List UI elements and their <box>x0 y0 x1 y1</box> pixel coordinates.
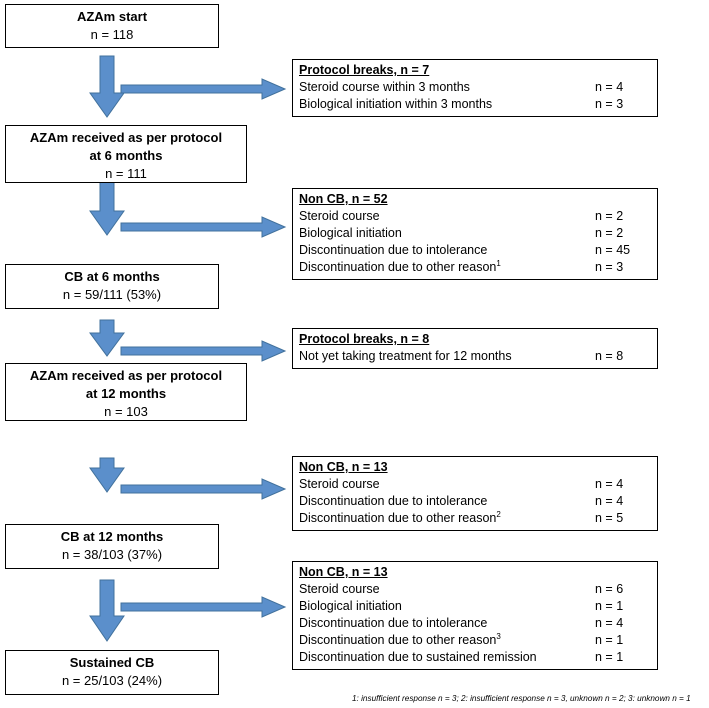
box-count: n = 25/103 (24%) <box>61 673 163 688</box>
list-item: Steroid course n = 4 <box>299 476 651 493</box>
right-arrow-1 <box>120 78 287 100</box>
right-arrow-2 <box>120 216 287 238</box>
down-arrow-3 <box>89 319 125 357</box>
side-box-non-cb-13-b: Non CB, n = 13 Steroid course n = 6 Biol… <box>292 561 658 670</box>
item-value: n = 6 <box>595 582 624 596</box>
box-title: CB at 6 months <box>64 269 160 284</box>
side-box-non-cb-13-a: Non CB, n = 13 Steroid course n = 4 Disc… <box>292 456 658 531</box>
box-received-6-months: AZAm received as per protocol at 6 month… <box>5 125 247 183</box>
list-item: Biological initiation within 3 months n … <box>299 96 651 113</box>
item-label-with-footnote: Discontinuation due to other reason2 <box>299 510 501 527</box>
down-arrow-4 <box>89 457 125 493</box>
item-value: n = 1 <box>595 633 624 647</box>
item-value: n = 8 <box>595 349 624 363</box>
list-item: Discontinuation due to sustained remissi… <box>299 649 651 666</box>
box-cb-6-months: CB at 6 months n = 59/111 (53%) <box>5 264 219 309</box>
item-label: Biological initiation <box>299 599 402 613</box>
list-item: Discontinuation due to intolerance n = 4 <box>299 493 651 510</box>
footnote-marker: 1 <box>496 258 501 268</box>
box-title-line2: at 6 months <box>89 148 163 163</box>
list-item: Biological initiation n = 1 <box>299 598 651 615</box>
item-label: Discontinuation due to other reason <box>299 511 497 525</box>
item-label: Steroid course within 3 months <box>299 80 470 94</box>
item-value: n = 1 <box>595 650 624 664</box>
box-title: AZAm start <box>76 9 148 24</box>
item-label: Not yet taking treatment for 12 months <box>299 349 512 363</box>
item-label: Discontinuation due to intolerance <box>299 243 488 257</box>
down-arrow-5 <box>89 579 125 642</box>
side-box-non-cb-52: Non CB, n = 52 Steroid course n = 2 Biol… <box>292 188 658 280</box>
box-title: CB at 12 months <box>60 529 164 544</box>
list-item: Steroid course n = 2 <box>299 208 651 225</box>
side-box-header: Non CB, n = 13 <box>299 460 388 474</box>
list-item: Steroid course n = 6 <box>299 581 651 598</box>
box-cb-12-months: CB at 12 months n = 38/103 (37%) <box>5 524 219 569</box>
item-label-with-footnote: Discontinuation due to other reason1 <box>299 259 501 276</box>
item-value: n = 3 <box>595 260 624 274</box>
box-count: n = 59/111 (53%) <box>62 287 162 302</box>
box-count: n = 111 <box>105 166 147 181</box>
item-label: Discontinuation due to intolerance <box>299 616 488 630</box>
item-value: n = 1 <box>595 599 624 613</box>
item-label: Steroid course <box>299 209 380 223</box>
list-item: Discontinuation due to intolerance n = 4 <box>299 615 651 632</box>
list-item: Not yet taking treatment for 12 months n… <box>299 348 651 365</box>
list-item: Discontinuation due to intolerance n = 4… <box>299 242 651 259</box>
footnote-marker: 3 <box>496 631 501 641</box>
item-label-with-footnote: Discontinuation due to other reason3 <box>299 632 501 649</box>
side-box-header: Protocol breaks, n = 7 <box>299 63 430 77</box>
item-label: Steroid course <box>299 477 380 491</box>
side-box-protocol-breaks-2: Protocol breaks, n = 8 Not yet taking tr… <box>292 328 658 369</box>
right-arrow-4 <box>120 478 287 500</box>
item-label: Discontinuation due to sustained remissi… <box>299 650 537 664</box>
item-value: n = 2 <box>595 209 624 223</box>
box-count: n = 118 <box>90 27 134 42</box>
item-label: Discontinuation due to other reason <box>299 260 497 274</box>
item-label: Discontinuation due to other reason <box>299 633 497 647</box>
list-item: Discontinuation due to other reason1 n =… <box>299 259 651 276</box>
item-label: Biological initiation within 3 months <box>299 97 493 111</box>
box-count: n = 103 <box>104 404 148 419</box>
item-value: n = 3 <box>595 97 624 111</box>
list-item: Biological initiation n = 2 <box>299 225 651 242</box>
item-value: n = 5 <box>595 511 624 525</box>
item-value: n = 4 <box>595 80 624 94</box>
side-box-header: Protocol breaks, n = 8 <box>299 332 430 346</box>
box-title-line1: AZAm received as per protocol <box>29 130 223 145</box>
right-arrow-5 <box>120 596 287 618</box>
box-title-line1: AZAm received as per protocol <box>29 368 223 383</box>
box-title: Sustained CB <box>69 655 155 670</box>
list-item: Steroid course within 3 months n = 4 <box>299 79 651 96</box>
item-label: Biological initiation <box>299 226 402 240</box>
item-value: n = 4 <box>595 477 624 491</box>
item-value: n = 4 <box>595 616 624 630</box>
box-sustained-cb: Sustained CB n = 25/103 (24%) <box>5 650 219 695</box>
box-count: n = 38/103 (37%) <box>61 547 163 562</box>
footnote: 1: insufficient response n = 3; 2: insuf… <box>352 694 691 703</box>
side-box-protocol-breaks-1: Protocol breaks, n = 7 Steroid course wi… <box>292 59 658 117</box>
box-azam-start: AZAm start n = 118 <box>5 4 219 48</box>
down-arrow-1 <box>89 55 125 118</box>
item-label: Discontinuation due to intolerance <box>299 494 488 508</box>
box-title-line2: at 12 months <box>85 386 167 401</box>
footnote-marker: 2 <box>496 509 501 519</box>
item-label: Steroid course <box>299 582 380 596</box>
item-value: n = 45 <box>595 243 631 257</box>
side-box-header: Non CB, n = 52 <box>299 192 388 206</box>
item-value: n = 4 <box>595 494 624 508</box>
item-value: n = 2 <box>595 226 624 240</box>
list-item: Discontinuation due to other reason3 n =… <box>299 632 651 649</box>
right-arrow-3 <box>120 340 287 362</box>
box-received-12-months: AZAm received as per protocol at 12 mont… <box>5 363 247 421</box>
list-item: Discontinuation due to other reason2 n =… <box>299 510 651 527</box>
side-box-header: Non CB, n = 13 <box>299 565 388 579</box>
